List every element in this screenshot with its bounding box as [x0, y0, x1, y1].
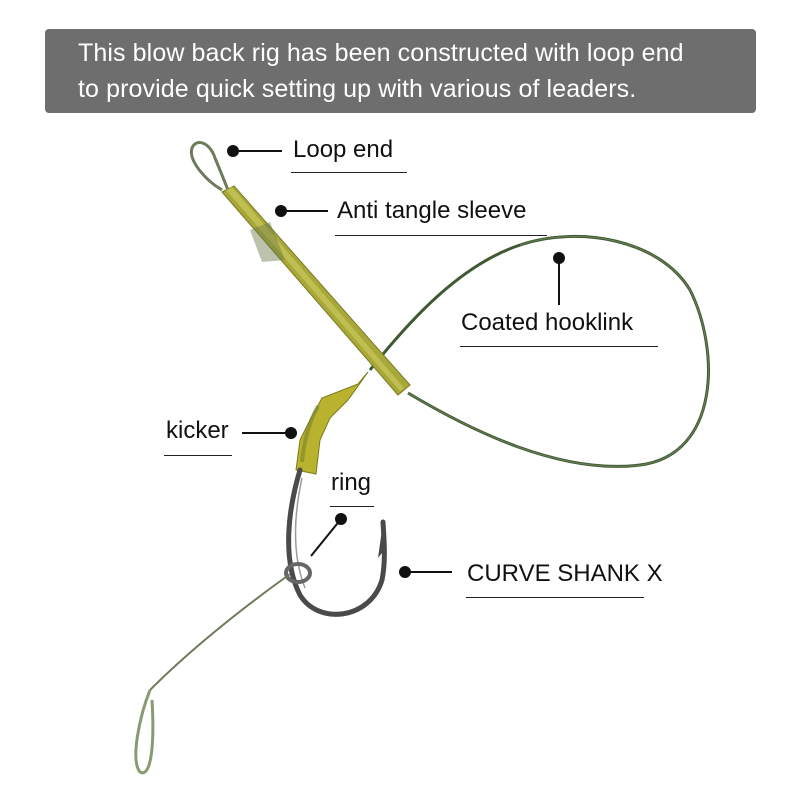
caption-line-2: to provide quick setting up with various…	[78, 75, 637, 103]
coated-hooklink	[368, 234, 710, 468]
underline-kicker	[164, 455, 232, 456]
bottom-loop	[134, 689, 155, 775]
label-anti-tangle-sleeve: Anti tangle sleeve	[337, 197, 527, 224]
hair-line	[149, 573, 291, 691]
underline-loop-end	[291, 172, 407, 173]
label-loop-end: Loop end	[293, 136, 394, 163]
label-curve-shank: CURVE SHANK X	[467, 560, 663, 587]
kicker	[295, 371, 369, 475]
loop-end	[189, 141, 230, 192]
underline-coated-hooklink	[460, 346, 658, 347]
hook	[286, 467, 387, 617]
caption-banner: This blow back rig has been constructed …	[45, 29, 756, 113]
underline-anti-tangle-sleeve	[335, 235, 547, 236]
label-ring: ring	[331, 469, 372, 496]
label-coated-hooklink: Coated hooklink	[461, 309, 634, 336]
label-kicker: kicker	[166, 417, 229, 444]
ring	[284, 562, 312, 584]
underline-curve-shank	[466, 597, 644, 598]
underline-ring	[330, 506, 374, 507]
caption-line-1: This blow back rig has been constructed …	[78, 39, 684, 67]
